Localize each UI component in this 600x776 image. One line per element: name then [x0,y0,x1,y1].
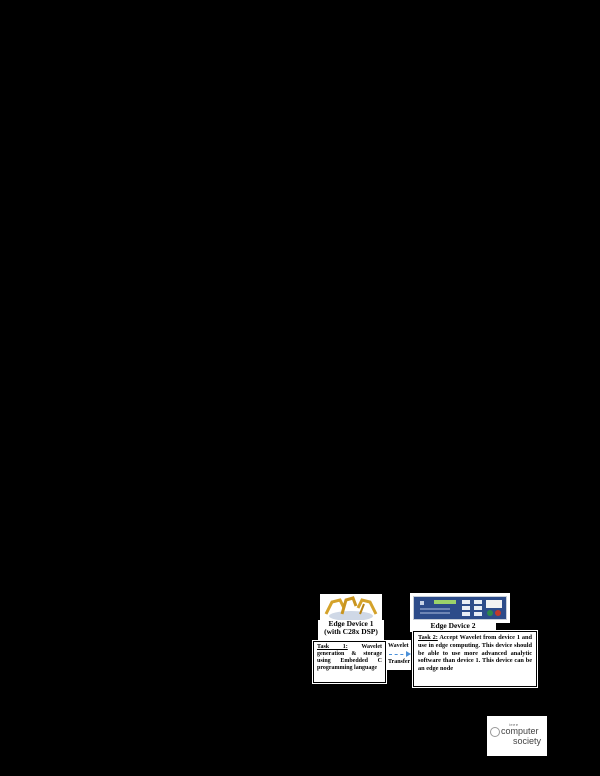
logo-mark-icon [490,727,500,737]
task-2-box: Task 2: Accept Wavelet from device 1 and… [412,630,538,688]
edge-device-1-label: Edge Device 1 (with C28x DSP) [318,620,384,640]
connector-label-top: Wavelet [388,643,409,649]
logo-computer-text: computer [501,726,539,736]
connector-label-bottom: Transfer [388,659,411,665]
logo-ieee-text: ieee [509,722,519,727]
edge-device-2-name: Edge Device 2 [430,621,476,630]
edge-device-2-label: Edge Device 2 [410,622,496,632]
task-1-body: Wavelet generation & storage using Embed… [317,644,382,671]
task-1-box: Task 1: Wavelet generation & storage usi… [312,640,387,684]
rack-device-panel-icon [420,600,502,616]
task-2-title: Task 2: [418,634,438,641]
edge-device-1-subtitle: (with C28x DSP) [324,627,378,636]
logo-society-text: society [513,736,542,746]
ieee-computer-society-logo: ieee computer society [487,716,547,756]
edge-device-1-image [320,594,382,622]
task-1-title: Task 1: [317,644,348,650]
robot-arms-icon [320,594,382,622]
edge-device-1-name: Edge Device 1 [328,619,374,628]
rack-device-icon [413,596,507,620]
dashed-arrow-line [389,654,409,655]
task-2-body: Accept Wavelet from device 1 and use in … [418,634,532,673]
dashed-arrow-right-icon [406,651,411,657]
